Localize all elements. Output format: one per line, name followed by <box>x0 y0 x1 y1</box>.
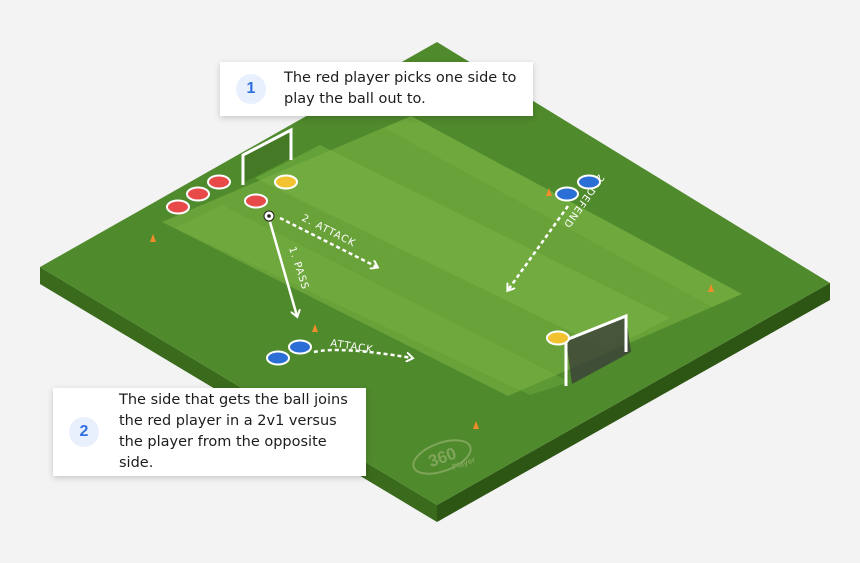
goal-icon <box>241 127 293 185</box>
goal-net <box>243 130 291 183</box>
player-disc-icon <box>166 199 190 215</box>
step-number-badge: 2 <box>69 417 99 447</box>
player-disc-icon <box>207 174 231 190</box>
defend-arrow <box>508 205 570 290</box>
player-disc-icon <box>244 193 268 209</box>
yellow-neutral <box>274 174 570 346</box>
player-disc-icon <box>288 339 312 355</box>
movement-arrows <box>268 205 570 358</box>
goal-bottom-right <box>564 313 631 386</box>
step-number-badge: 1 <box>236 74 266 104</box>
cone-icon <box>473 421 479 429</box>
player-disc-icon <box>577 174 601 190</box>
blue-team <box>266 174 601 366</box>
player-disc-icon <box>266 350 290 366</box>
ball-icon <box>263 210 275 222</box>
field-side-right <box>437 283 830 522</box>
field-stripe <box>175 205 570 395</box>
field-stripe <box>255 145 670 350</box>
cone-icon <box>150 234 156 242</box>
player-disc-icon <box>546 330 570 346</box>
pass-arrow <box>268 221 297 316</box>
attack-arrow-bottom <box>313 348 412 358</box>
callout-text: The red player picks one side to play th… <box>284 70 517 107</box>
cone-icon <box>312 324 318 332</box>
callout-text: The side that gets the ball joins the re… <box>119 392 348 471</box>
player-disc-icon <box>555 186 579 202</box>
player-disc-icon <box>274 174 298 190</box>
callout-step-2: 2 The side that gets the ball joins the … <box>53 388 366 476</box>
red-team <box>166 174 268 215</box>
cone-icon <box>708 284 714 292</box>
cones <box>150 188 714 429</box>
cone-icon <box>546 188 552 196</box>
goal-top-left <box>241 127 293 185</box>
player-disc-icon <box>186 186 210 202</box>
callout-step-1: 1 The red player picks one side to play … <box>220 62 533 116</box>
goal-icon <box>564 313 628 386</box>
goal-net <box>566 316 631 384</box>
